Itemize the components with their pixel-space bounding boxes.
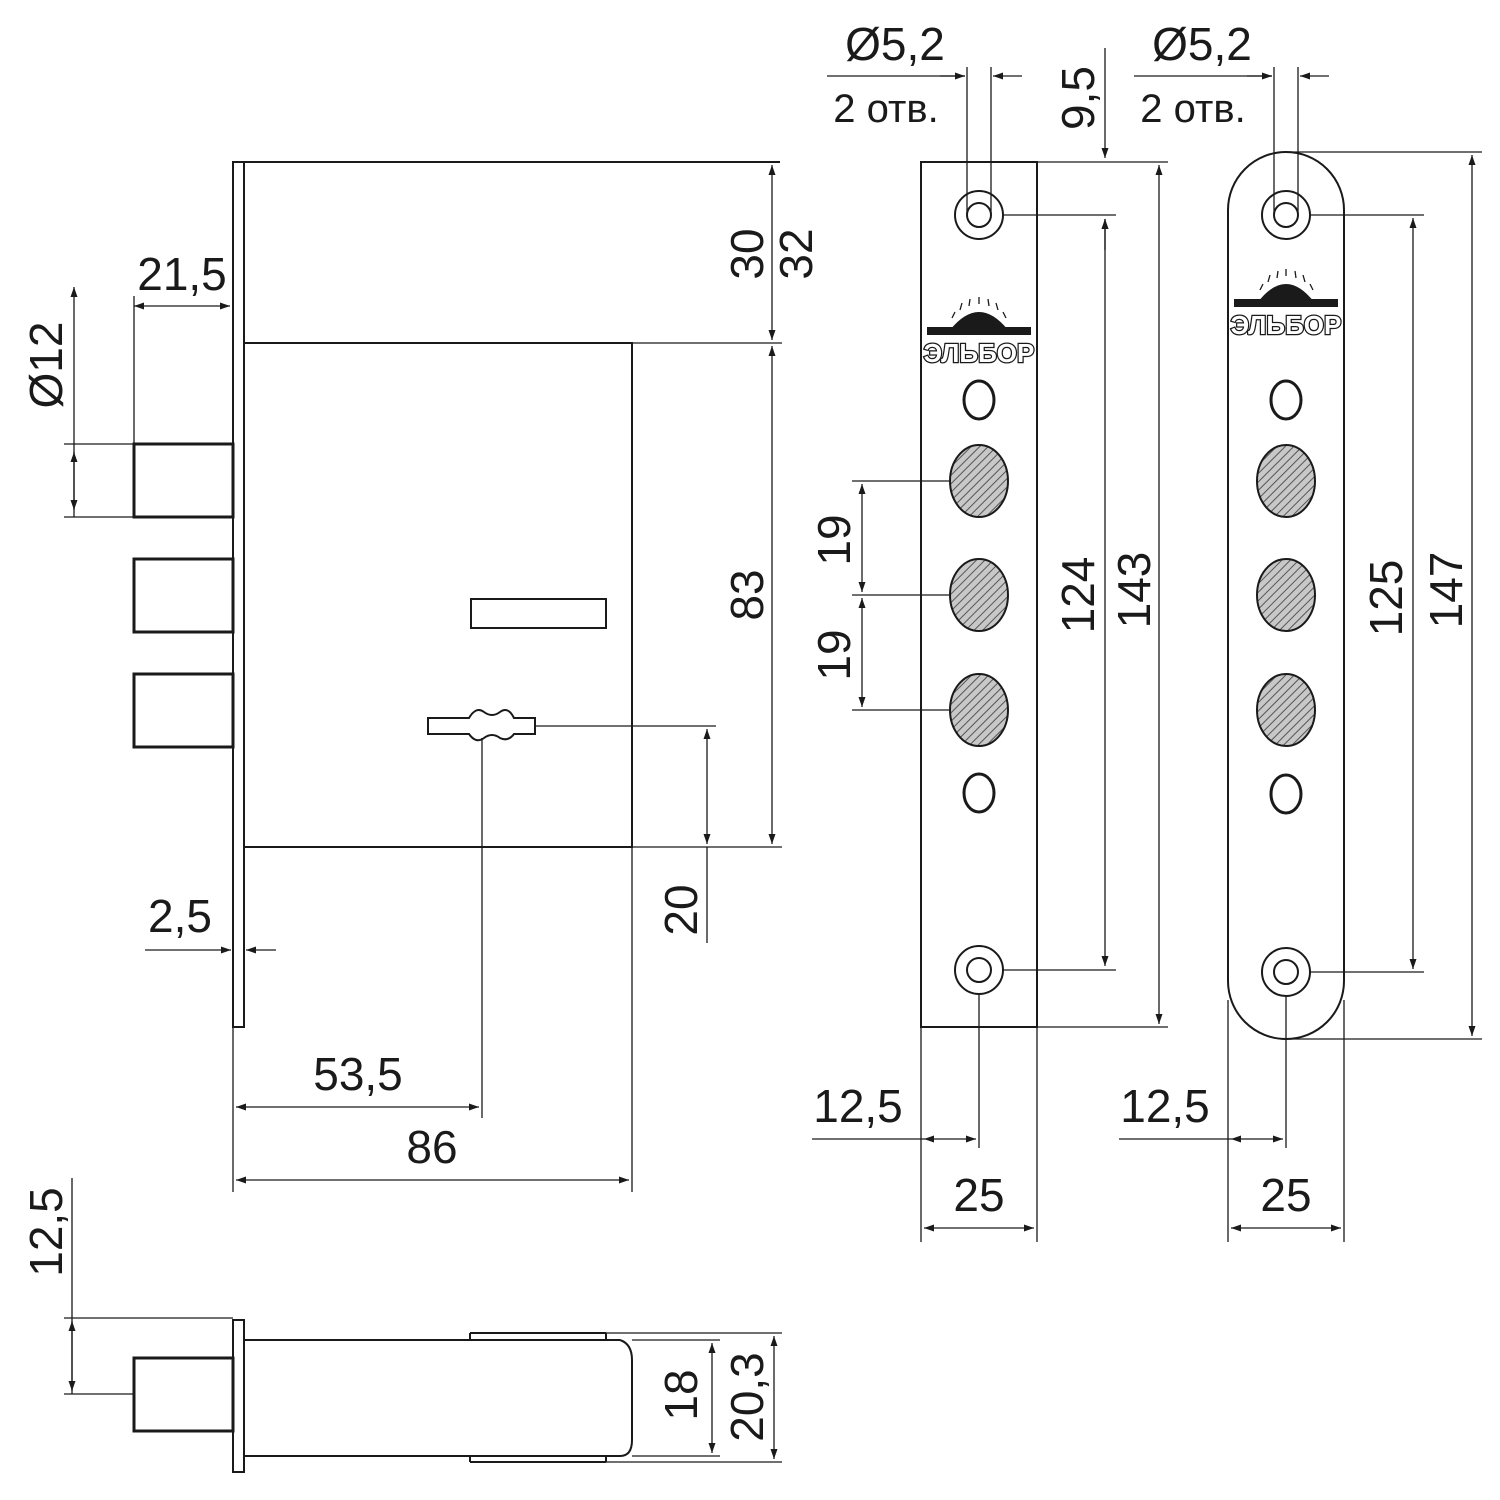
lock-body-front-view: 21,5 Ø12 30 32 83 20 2,5 53,5 86 — [20, 161, 822, 1192]
hole-count: 2 отв. — [833, 87, 938, 131]
round-latch-opening-top — [1269, 379, 1303, 421]
dim-147: 147 — [1420, 552, 1472, 629]
round-hole-diameter: Ø5,2 — [1152, 18, 1252, 70]
lock-faceplate — [232, 161, 245, 1028]
latch-opening-top — [962, 379, 996, 421]
side-dim-18: 18 — [655, 1369, 707, 1420]
round-bolt-hole-2 — [1256, 558, 1316, 632]
elbor-logo: ЭЛЬБОР — [922, 297, 1036, 369]
round-hole-count: 2 отв. — [1140, 87, 1245, 131]
dim-12-5: 12,5 — [813, 1080, 903, 1132]
bolt-hole-2 — [949, 558, 1009, 632]
dim-124: 124 — [1052, 557, 1104, 634]
keyhole — [427, 709, 536, 742]
bolt-1 — [132, 442, 235, 519]
dim-86: 86 — [406, 1121, 457, 1173]
dim-25: 25 — [953, 1169, 1004, 1221]
dim-30: 30 — [721, 228, 773, 279]
hole-diameter: Ø5,2 — [845, 18, 945, 70]
strike-plate-flat: ЭЛЬБОР Ø5,2 2 отв. 9,5 124 143 — [808, 18, 1168, 1242]
bolt-3 — [132, 672, 235, 749]
dim-21-5: 21,5 — [137, 248, 227, 300]
round-latch-opening-bottom — [1269, 773, 1303, 815]
dim-20: 20 — [655, 884, 707, 935]
side-dim-20-3: 20,3 — [721, 1352, 773, 1442]
mount-hole-top — [954, 190, 1004, 240]
round-bolt-hole-1 — [1256, 444, 1316, 518]
round-dim-12-5: 12,5 — [1120, 1080, 1210, 1132]
brand-logo-text: ЭЛЬБОР — [924, 338, 1035, 368]
round-mount-hole-top — [1261, 190, 1311, 240]
dim-19-top: 19 — [808, 514, 860, 565]
round-dim-25: 25 — [1260, 1169, 1311, 1221]
dim-143: 143 — [1108, 552, 1160, 629]
dim-19-bottom: 19 — [808, 629, 860, 680]
bolt-hole-1 — [949, 444, 1009, 518]
side-faceplate — [232, 1319, 245, 1473]
lock-side-view: 12,5 18 20,3 — [20, 1178, 782, 1473]
round-bolt-hole-3 — [1256, 673, 1316, 747]
dim-d12: Ø12 — [20, 322, 72, 409]
elbor-logo-2: ЭЛЬБОР — [1229, 269, 1343, 341]
bolt-hole-3 — [949, 673, 1009, 747]
dim-2-5: 2,5 — [148, 890, 212, 942]
side-bolt — [132, 1356, 235, 1433]
round-mount-hole-bottom — [1261, 947, 1311, 997]
side-dim-12-5: 12,5 — [20, 1187, 72, 1277]
dim-9-5: 9,5 — [1052, 66, 1104, 130]
dim-32: 32 — [770, 228, 822, 279]
bolt-2 — [132, 557, 235, 634]
dim-53-5: 53,5 — [313, 1048, 403, 1100]
brand-logo-text-2: ЭЛЬБОР — [1231, 310, 1342, 340]
slot — [470, 598, 607, 629]
dim-83: 83 — [721, 569, 773, 620]
dim-125: 125 — [1360, 560, 1412, 637]
mount-hole-bottom — [954, 945, 1004, 995]
strike-plate-round: ЭЛЬБОР Ø5,2 2 отв. 125 147 12,5 25 — [1119, 18, 1482, 1242]
latch-opening-bottom — [962, 772, 996, 814]
lock-case — [243, 342, 633, 848]
